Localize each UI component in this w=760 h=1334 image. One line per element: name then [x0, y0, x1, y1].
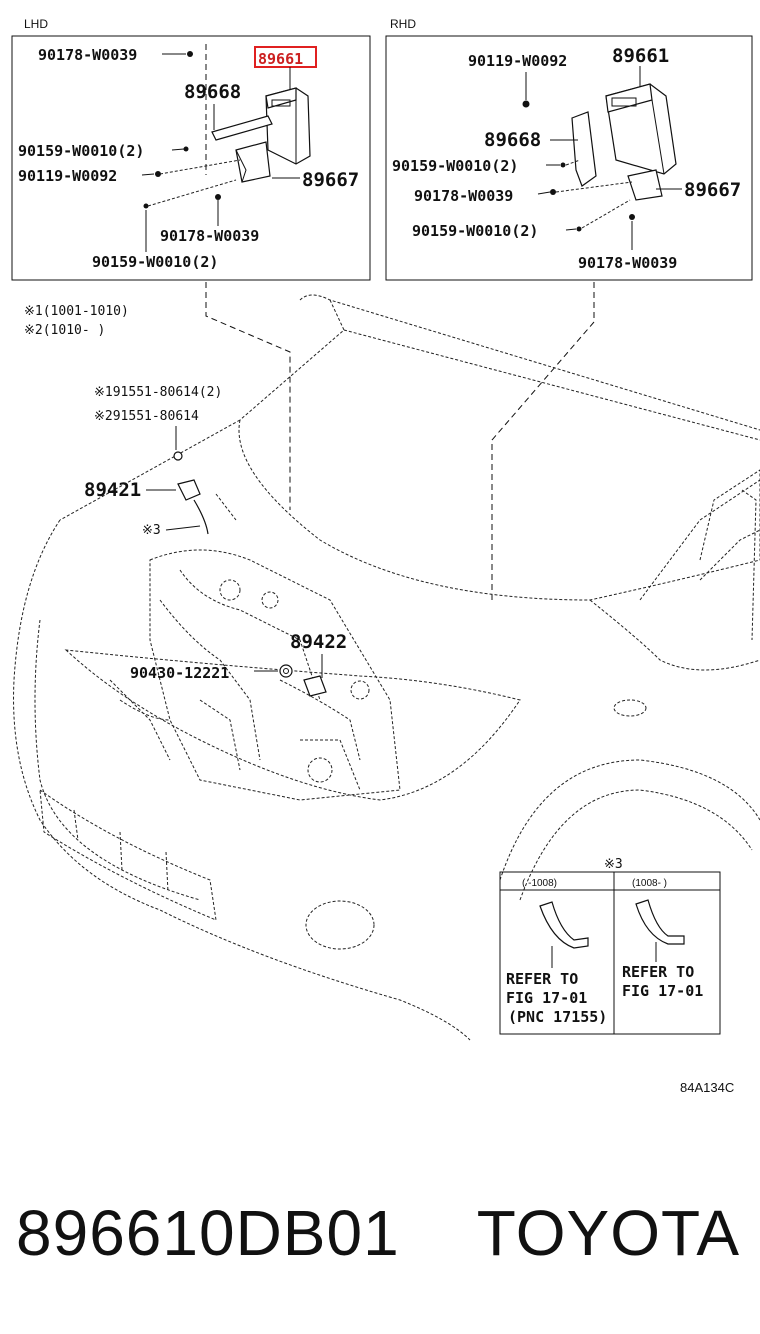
inset-box — [499, 871, 721, 1035]
rhd-label-90119[interactable]: 90119-W0092 — [468, 52, 567, 70]
lhd-label-90159-b[interactable]: 90159-W0010(2) — [92, 253, 218, 271]
note-2: ※2(1010- ) — [24, 323, 105, 338]
ref-1-line-2: FIG 17-01 — [506, 989, 587, 1007]
rhd-label-89668[interactable]: 89668 — [484, 129, 541, 151]
rhd-label-89667[interactable]: 89667 — [684, 179, 741, 201]
bolt-label-2[interactable]: ※291551-80614 — [94, 409, 199, 424]
rhd-panel-title: RHD — [390, 17, 416, 31]
lhd-panel — [11, 35, 371, 281]
lhd-label-90119[interactable]: 90119-W0092 — [18, 167, 117, 185]
note-1: ※1(1001-1010) — [24, 304, 129, 319]
rhd-label-90178-b[interactable]: 90178-W0039 — [578, 254, 677, 272]
gasket-icon — [279, 664, 293, 678]
ecu-module-lhd — [265, 87, 311, 165]
rhd-label-89661[interactable]: 89661 — [612, 45, 669, 67]
mark-3: ※3 — [142, 523, 161, 538]
highlight-box — [254, 46, 317, 68]
inset-col-2: (1008- ) — [632, 878, 667, 889]
bracket-lhd — [211, 115, 273, 183]
lhd-label-90178-bot[interactable]: 90178-W0039 — [160, 227, 259, 245]
ref-2-line-2: FIG 17-01 — [622, 982, 703, 1000]
inset-mark: ※3 — [604, 857, 623, 872]
hose-new — [635, 899, 685, 945]
ref-2-line-1: REFER TO — [622, 963, 694, 981]
ref-1-line-1: REFER TO — [506, 970, 578, 988]
engine-assembly — [109, 549, 401, 801]
rhd-panel — [385, 35, 753, 281]
hose-old — [539, 901, 589, 949]
label-89422[interactable]: 89422 — [290, 631, 347, 653]
drawing-code: 84A134C — [680, 1080, 734, 1095]
vehicle-outline — [13, 294, 760, 1041]
ecu-module-rhd — [605, 83, 677, 175]
rhd-label-90159-a[interactable]: 90159-W0010(2) — [392, 157, 518, 175]
lhd-label-89667[interactable]: 89667 — [302, 169, 359, 191]
bolt-icon — [173, 451, 183, 461]
footer: 896610DB01 TOYOTA — [16, 1196, 746, 1272]
lhd-label-89661-highlighted[interactable]: 89661 — [258, 50, 303, 68]
label-89421[interactable]: 89421 — [84, 479, 141, 501]
ref-1-line-3: (PNC 17155) — [508, 1008, 607, 1026]
sensor-89422 — [303, 675, 327, 697]
sensor-89421 — [177, 479, 209, 535]
bolt-label-1[interactable]: ※191551-80614(2) — [94, 385, 222, 400]
part-number: 896610DB01 — [16, 1197, 400, 1269]
rhd-label-90178-a[interactable]: 90178-W0039 — [414, 187, 513, 205]
lhd-panel-title: LHD — [24, 17, 48, 31]
nut-icon — [187, 51, 193, 57]
lhd-label-90159-a[interactable]: 90159-W0010(2) — [18, 142, 144, 160]
brand-name: TOYOTA — [476, 1197, 740, 1269]
rhd-label-90159-b[interactable]: 90159-W0010(2) — [412, 222, 538, 240]
inset-col-1: ( -1008) — [522, 878, 557, 889]
lhd-label-90178-top[interactable]: 90178-W0039 — [38, 46, 137, 64]
lhd-label-89668[interactable]: 89668 — [184, 81, 241, 103]
label-90430[interactable]: 90430-12221 — [130, 664, 229, 682]
diagram-svg: LHD 90178-W0039 89661 89668 90159-W0010(… — [11, 17, 760, 1095]
